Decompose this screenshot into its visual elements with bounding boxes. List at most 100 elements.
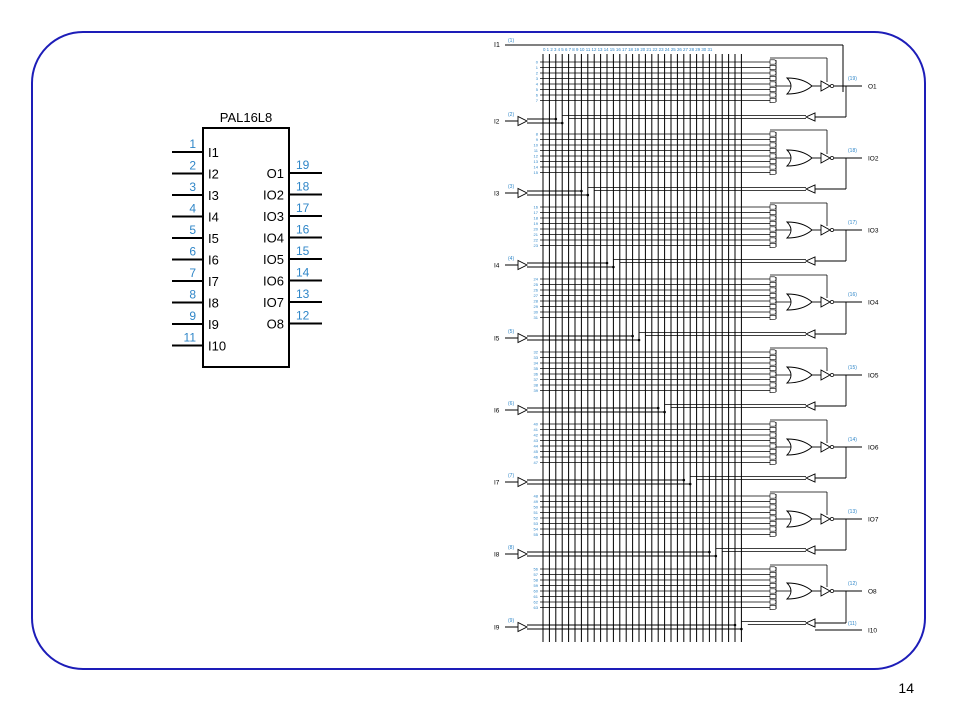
product-term-number: 23 <box>534 243 539 248</box>
column-numbers: 0 1 2 3 4 5 6 7 8 9 10 11 12 13 14 15 16… <box>543 47 713 52</box>
chip-pin-label: I7 <box>208 274 219 289</box>
chip-pin-label: IO2 <box>263 188 284 203</box>
product-term-number: 6 <box>536 93 539 98</box>
product-term-number: 10 <box>534 143 539 148</box>
product-term-number: 55 <box>534 532 539 537</box>
product-term-number: 33 <box>534 355 539 360</box>
chip-pin-number: 14 <box>296 266 310 280</box>
and-gate <box>769 98 777 103</box>
chip-pin-number: 16 <box>296 223 310 237</box>
and-gate <box>769 87 777 92</box>
chip-pin-number: 5 <box>189 223 196 237</box>
chip-pinout: PAL16L81I12I23I34I45I56I67I78I89I911I101… <box>172 110 322 368</box>
chip-pin-label: IO5 <box>263 252 284 267</box>
feedback-buffer <box>804 401 816 411</box>
and-gate <box>769 355 777 360</box>
chip-pin-label: I6 <box>208 253 219 268</box>
output-label: IO7 <box>868 517 879 524</box>
chip-pin-number: 15 <box>296 244 310 258</box>
chip-pin-label: IO4 <box>263 231 284 246</box>
product-term-number: 11 <box>534 148 539 153</box>
output-label: O1 <box>868 84 877 91</box>
connection-dot <box>631 334 634 338</box>
connection-dot <box>663 410 666 414</box>
and-gate <box>769 583 777 588</box>
and-gate <box>769 388 777 393</box>
product-term-number: 25 <box>534 282 539 287</box>
inversion-bubble <box>830 228 834 232</box>
product-term-number: 61 <box>534 594 539 599</box>
product-term-number: 56 <box>534 567 539 572</box>
and-gate <box>769 572 777 577</box>
product-term-number: 40 <box>534 422 539 427</box>
input-label: I1 <box>494 42 500 49</box>
product-term-number: 35 <box>534 366 539 371</box>
input-label: I6 <box>494 408 500 415</box>
and-gate <box>769 566 777 572</box>
and-gate <box>769 526 777 532</box>
output-pin-number: (18) <box>848 148 857 154</box>
product-term-number: 28 <box>534 299 539 304</box>
product-term-number: 9 <box>536 137 539 142</box>
chip-pin-label: O1 <box>267 166 284 181</box>
output-buffer <box>820 80 831 92</box>
output-pin-number: (16) <box>848 292 857 298</box>
output-label: IO3 <box>868 228 879 235</box>
input-pin-number: (3) <box>508 184 514 190</box>
and-gate <box>769 131 777 137</box>
input-pin-number: (5) <box>508 329 514 335</box>
connection-dot <box>637 338 641 342</box>
input-label: I3 <box>494 191 500 198</box>
inversion-bubble <box>830 445 834 449</box>
and-gate <box>769 432 777 438</box>
product-term-number: 38 <box>534 383 539 388</box>
inversion-bubble <box>830 589 834 593</box>
and-gate <box>769 287 777 293</box>
chip-pin-number: 7 <box>189 266 196 280</box>
chip-pin-label: IO7 <box>263 295 284 310</box>
product-term-number: 4 <box>536 82 539 87</box>
and-gate <box>769 304 777 309</box>
output-buffer <box>820 585 831 597</box>
and-gate <box>769 599 777 605</box>
input-pin-number: (4) <box>508 256 514 262</box>
and-gate <box>769 92 777 98</box>
product-term-number: 15 <box>534 170 539 175</box>
product-term-number: 49 <box>534 499 539 504</box>
and-gate <box>769 515 777 521</box>
product-term-number: 57 <box>534 572 539 577</box>
chip-pin-number: 6 <box>189 245 196 259</box>
product-term-number: 44 <box>534 444 539 449</box>
feedback-buffer <box>804 473 816 483</box>
chip-pin-label: O8 <box>267 317 284 332</box>
inversion-bubble <box>830 517 834 521</box>
chip-pin-number: 18 <box>296 180 310 194</box>
product-term-number: 19 <box>534 221 539 226</box>
and-gate <box>769 421 777 427</box>
input-label: I4 <box>494 263 500 270</box>
output-label: IO4 <box>868 300 879 307</box>
output-label: IO2 <box>868 156 879 163</box>
chip-pin-label: I3 <box>208 188 219 203</box>
connection-dot <box>554 117 558 121</box>
chip-pin-number: 11 <box>184 331 197 345</box>
and-gate <box>769 276 777 282</box>
product-term-number: 24 <box>534 277 539 282</box>
input-pin-number: (6) <box>508 401 514 407</box>
input-pin-number: (7) <box>508 473 514 479</box>
and-gate <box>769 499 777 504</box>
product-term-number: 0 <box>536 60 539 65</box>
connection-dot <box>612 265 615 269</box>
and-gate <box>769 577 777 583</box>
chip-pin-label: I1 <box>208 145 219 160</box>
product-term-number: 18 <box>534 216 539 221</box>
and-gate <box>769 377 777 382</box>
product-term-number: 26 <box>534 288 539 293</box>
output-pin-number: (15) <box>848 365 857 371</box>
output-buffer <box>820 513 831 525</box>
product-term-number: 7 <box>536 98 539 103</box>
output-label: IO5 <box>868 373 879 380</box>
and-gate <box>769 159 777 164</box>
chip-pin-label: IO6 <box>263 274 284 289</box>
